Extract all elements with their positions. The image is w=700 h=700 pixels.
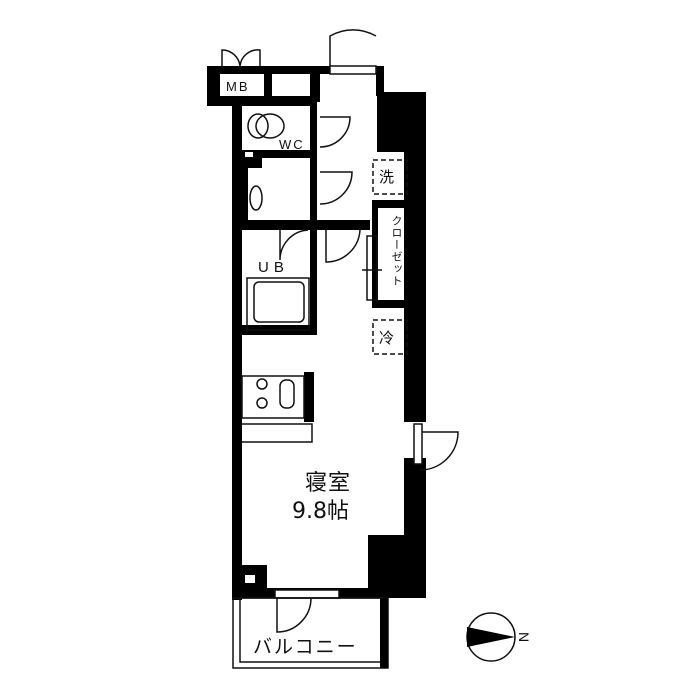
fridge-space-label: 冷 (379, 329, 395, 347)
toilet-label: WC (279, 137, 305, 152)
compass-icon (466, 612, 516, 662)
north-label: N (516, 631, 533, 643)
closet-label: クローゼット (390, 215, 403, 287)
balcony-label: バルコニー (253, 636, 358, 658)
unit-bath-label: UB (258, 259, 289, 276)
bedroom-size: 9.8帖 (292, 499, 349, 524)
washer-space-label: 洗 (379, 168, 395, 186)
bedroom-name: 寝室 (305, 471, 352, 496)
meter-box-label: MB (226, 79, 250, 94)
